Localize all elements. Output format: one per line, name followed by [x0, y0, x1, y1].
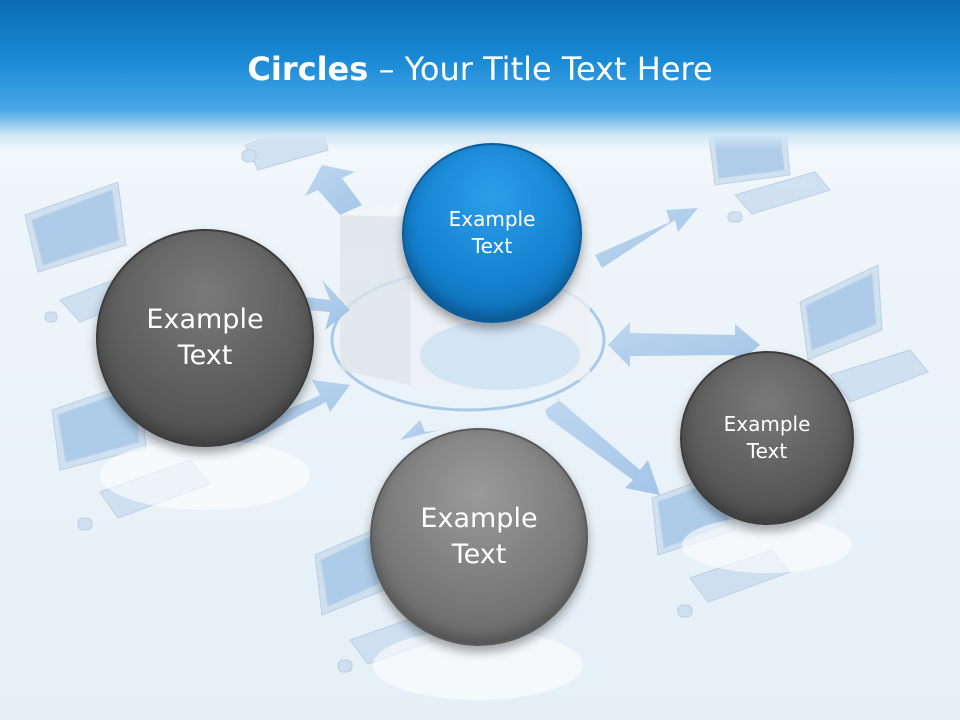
circle-label: Example Text [146, 303, 264, 371]
title-bold: Circles [247, 50, 369, 88]
arrow-icon [545, 395, 660, 495]
header-band [0, 0, 960, 150]
circle-label: Example Text [723, 412, 811, 463]
circle-label: Example Text [448, 207, 536, 258]
arrow-icon [608, 322, 760, 367]
circle-bottom[interactable]: Example Text [370, 428, 588, 646]
arrow-icon [595, 208, 698, 268]
circle-left[interactable]: Example Text [96, 229, 314, 447]
arrow-icon [400, 420, 440, 440]
arrow-icon [305, 165, 362, 215]
circle-top[interactable]: Example Text [402, 143, 582, 323]
slide-title: Circles – Your Title Text Here [0, 50, 960, 88]
computer-icon [799, 264, 929, 409]
title-rest: – Your Title Text Here [368, 50, 713, 88]
circle-label: Example Text [420, 502, 538, 570]
circle-right[interactable]: Example Text [680, 351, 854, 525]
